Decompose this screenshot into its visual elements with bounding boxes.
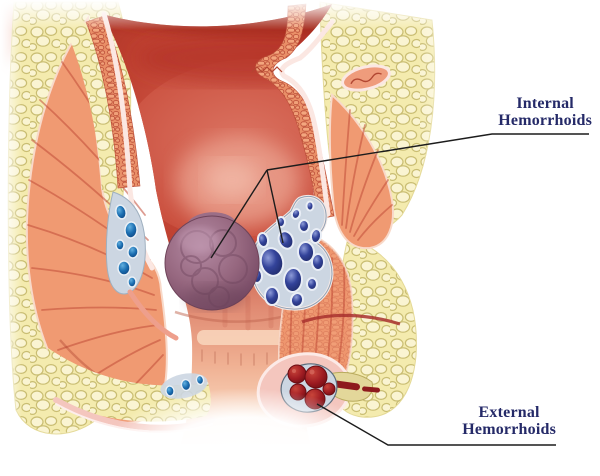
internal-hemorrhoid-vein-cluster <box>250 195 334 311</box>
rectal-wall-left <box>25 11 215 433</box>
label-internal-line2: Hemorrhoids <box>498 112 592 129</box>
callout-lines <box>210 133 589 446</box>
label-internal-line1: Internal <box>516 95 574 112</box>
fold-zigzag <box>251 66 283 73</box>
fat-sliver-left <box>66 22 118 190</box>
callout-line-internal <box>210 133 589 259</box>
submucosal-veins-left <box>105 191 179 341</box>
label-external-line1: External <box>478 404 540 421</box>
internal-hemorrhoid-mass <box>164 212 260 311</box>
label-external-hemorrhoids: External Hemorrhoids <box>462 404 556 438</box>
label-external-line2: Hemorrhoids <box>462 421 556 438</box>
callout-line-external <box>316 403 556 446</box>
label-internal-hemorrhoids: Internal Hemorrhoids <box>498 95 592 129</box>
blood-vessel <box>301 313 401 326</box>
mucosal-rim-right <box>279 19 335 217</box>
mucosal-fold-island <box>341 64 391 92</box>
